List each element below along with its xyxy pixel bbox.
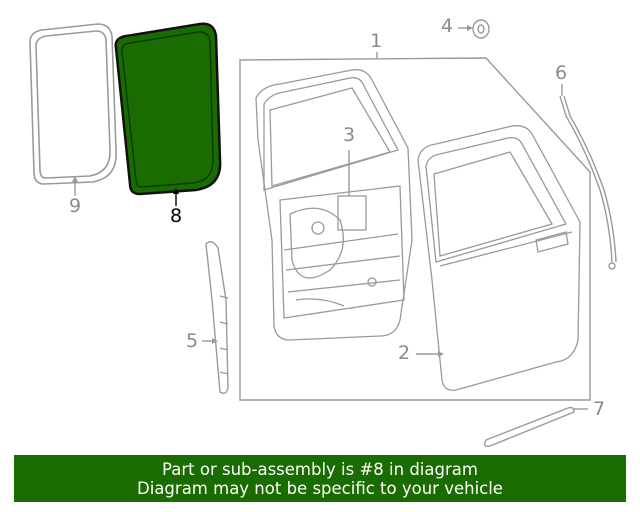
inner-door-frame bbox=[255, 69, 413, 341]
assembly-box bbox=[239, 57, 591, 401]
part-2-door-shell bbox=[417, 125, 581, 391]
callout-4: 4 bbox=[441, 15, 454, 37]
part-8-highlighted-seal bbox=[114, 22, 222, 196]
part-6-channel bbox=[559, 95, 617, 270]
parts-diagram bbox=[29, 19, 617, 448]
callout-5: 5 bbox=[186, 330, 199, 352]
callout-7: 7 bbox=[593, 398, 606, 420]
part-5-molding bbox=[205, 241, 229, 395]
leader-4-arrow bbox=[467, 25, 473, 31]
banner-line-1: Part or sub-assembly is #8 in diagram bbox=[162, 460, 478, 479]
banner-line-2: Diagram may not be specific to your vehi… bbox=[137, 479, 503, 498]
leader-2-arrow bbox=[438, 351, 444, 357]
callout-3: 3 bbox=[343, 124, 356, 146]
leader-8-arrow bbox=[173, 188, 179, 194]
callout-1: 1 bbox=[370, 30, 383, 52]
part-9-weatherstrip bbox=[29, 23, 117, 185]
callout-9: 9 bbox=[69, 195, 82, 217]
leader-5-arrow bbox=[212, 338, 218, 344]
callout-6: 6 bbox=[555, 62, 568, 84]
part-4-grommet bbox=[472, 19, 490, 39]
info-banner: Part or sub-assembly is #8 in diagram Di… bbox=[14, 455, 626, 502]
part-7-strip bbox=[483, 406, 575, 448]
callout-8: 8 bbox=[170, 205, 183, 227]
leader-9-arrow bbox=[72, 176, 78, 182]
callout-2: 2 bbox=[398, 342, 411, 364]
